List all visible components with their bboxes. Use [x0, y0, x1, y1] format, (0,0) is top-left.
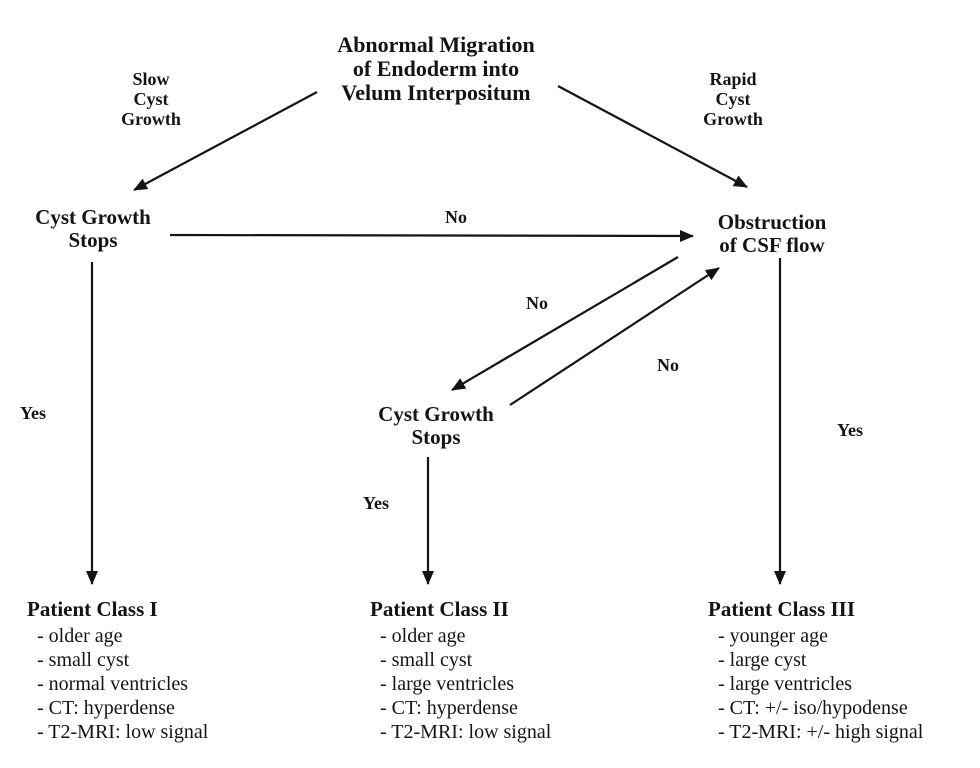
arrow-title-to-obstruction — [557, 85, 748, 188]
patient-class-3-item: - CT: +/- iso/hypodense — [718, 697, 908, 719]
patient-class-1-item: - normal ventricles — [37, 673, 189, 695]
arrow-title-to-cyst-stops-left — [133, 91, 318, 191]
branch-label-rapid-cyst-growth: Rapid Cyst Growth — [703, 69, 763, 129]
arrow-obstruction-to-middle-node-no — [451, 256, 679, 391]
edge-label-no-lower-diagonal: No — [657, 355, 679, 375]
patient-class-2-item: - T2-MRI: low signal — [380, 721, 552, 743]
patient-class-2-item: - large ventricles — [380, 673, 515, 695]
edge-label-no-horizontal: No — [445, 207, 467, 227]
patient-class-3-item: - T2-MRI: +/- high signal — [718, 721, 924, 743]
patient-class-1-item: - older age — [37, 625, 123, 647]
branch-label-slow-cyst-growth: Slow Cyst Growth — [121, 69, 181, 129]
patient-class-1-item: - CT: hyperdense — [37, 697, 175, 719]
node-obstruction-of-csf-flow: Obstruction of CSF flow — [717, 210, 827, 258]
edge-label-yes-right: Yes — [837, 420, 863, 440]
patient-class-2-item: - older age — [380, 625, 466, 647]
patient-class-1-item: - small cyst — [37, 649, 130, 671]
arrow-left-node-to-obstruction-no — [169, 229, 694, 242]
patient-class-2-heading: Patient Class II — [370, 597, 509, 621]
node-cyst-growth-stops-left: Cyst Growth Stops — [35, 205, 151, 253]
patient-class-3-item: - younger age — [718, 625, 828, 647]
patient-class-2-item: - CT: hyperdense — [380, 697, 518, 719]
patient-class-3-item: - large cyst — [718, 649, 807, 671]
patient-class-3-heading: Patient Class III — [708, 597, 856, 621]
patient-class-1-item: - T2-MRI: low signal — [37, 721, 209, 743]
edge-label-yes-middle: Yes — [363, 493, 389, 513]
edge-label-no-upper-diagonal: No — [526, 293, 548, 313]
arrow-middle-node-to-obstruction-no — [509, 267, 720, 406]
root-node-title: Abnormal Migration of Endoderm into Velu… — [337, 32, 535, 106]
patient-class-3-block: Patient Class III - younger age - large … — [708, 598, 923, 744]
patient-class-3-item: - large ventricles — [718, 673, 853, 695]
node-cyst-growth-stops-middle: Cyst Growth Stops — [378, 402, 494, 450]
patient-class-2-block: Patient Class II - older age - small cys… — [370, 598, 551, 744]
patient-class-2-item: - small cyst — [380, 649, 473, 671]
edge-label-yes-left: Yes — [20, 403, 46, 423]
patient-class-1-heading: Patient Class I — [27, 597, 158, 621]
patient-class-1-block: Patient Class I - older age - small cyst… — [27, 598, 208, 744]
